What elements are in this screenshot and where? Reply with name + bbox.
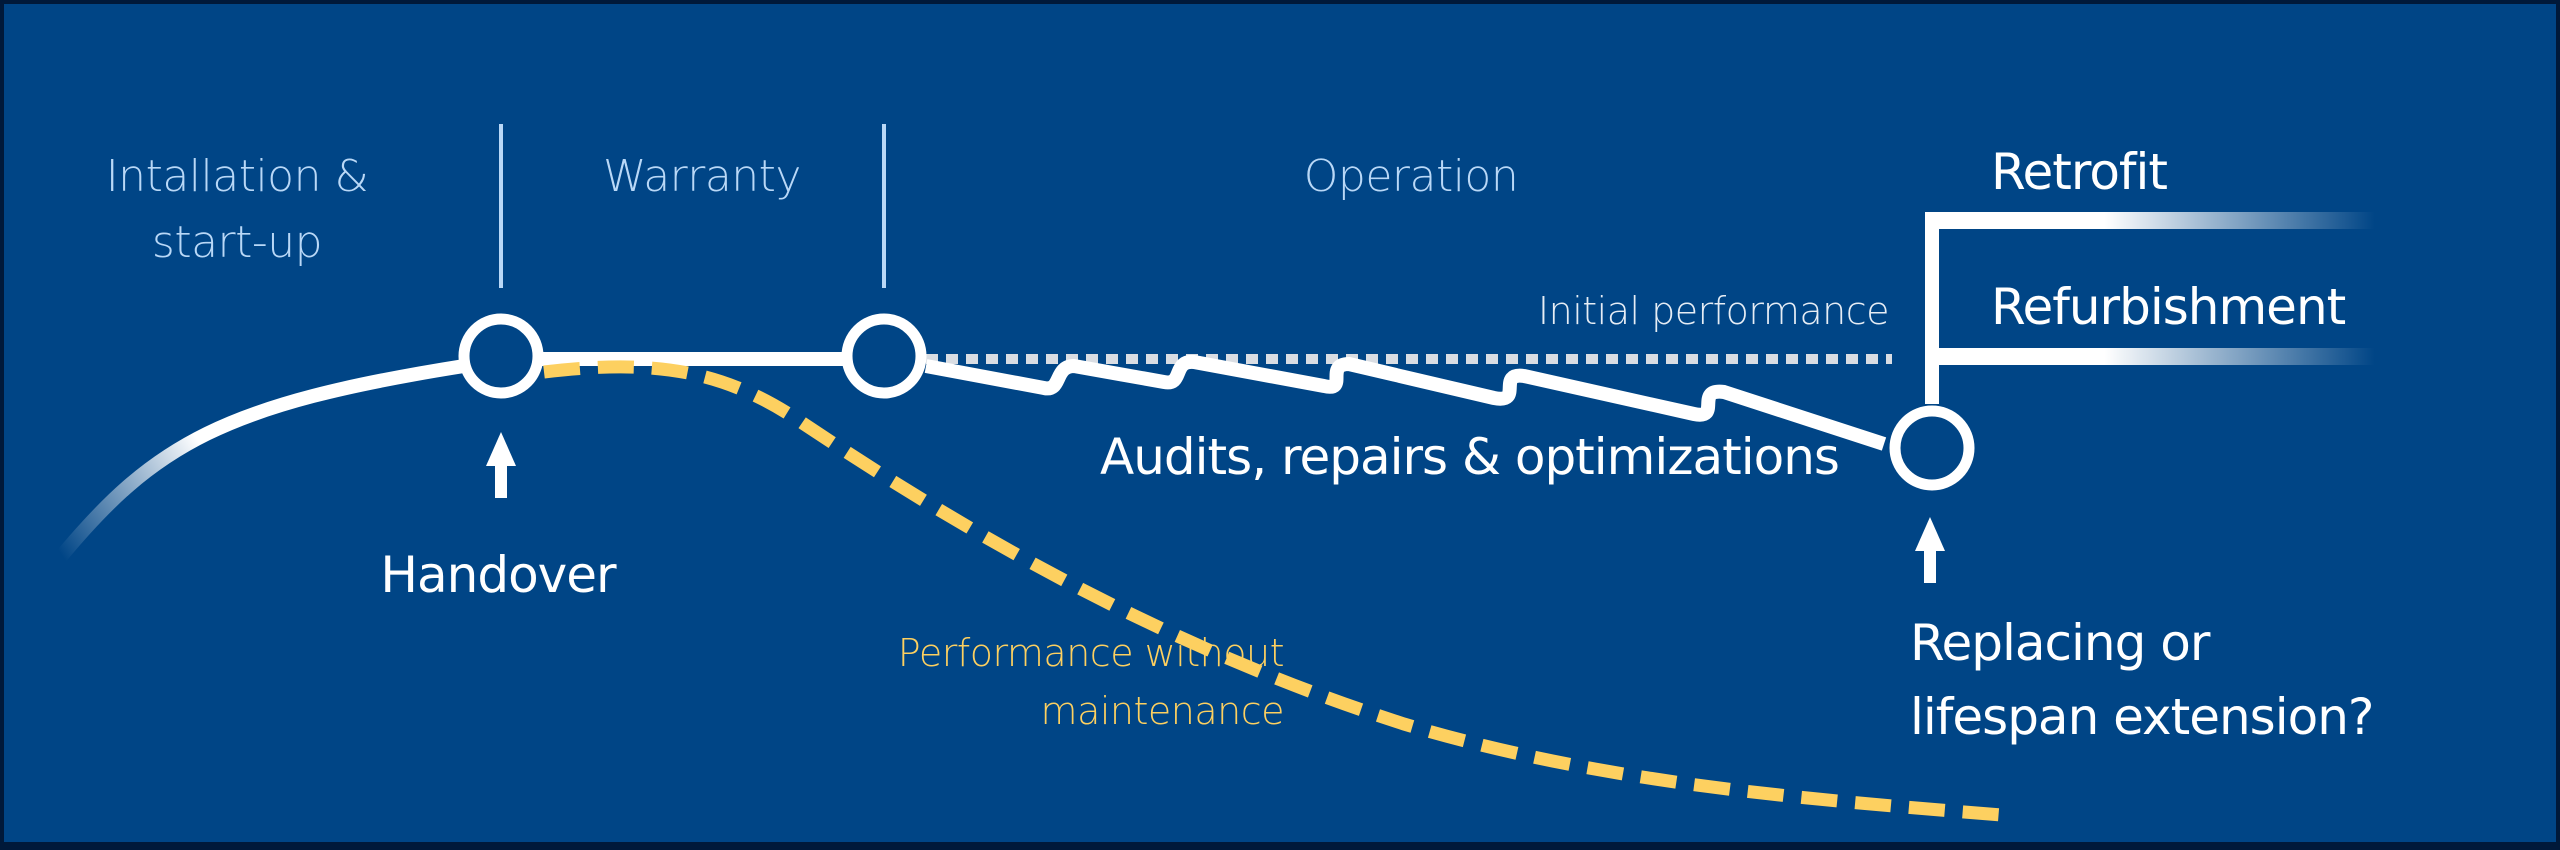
end-of-life-label: Replacing or xyxy=(1910,614,2211,672)
no-maintenance-label: Performance without xyxy=(898,631,1284,675)
initial-performance-label: Initial performance xyxy=(1538,289,1889,333)
phase-operation-label: Operation xyxy=(1304,151,1518,202)
refurbishment-branch xyxy=(1925,348,2375,365)
warranty-end-milestone xyxy=(841,313,927,399)
maintenance-label: Audits, repairs & optimizations xyxy=(1100,428,1839,486)
handover-arrow-icon xyxy=(486,432,516,498)
phase-installation-label-2: start-up xyxy=(152,217,322,268)
handover-milestone xyxy=(458,313,544,399)
startup-curve xyxy=(53,359,466,564)
end-of-life-arrow-icon xyxy=(1915,517,1945,583)
end-of-life-milestone xyxy=(1889,405,1975,491)
phase-installation-label: Intallation & xyxy=(106,151,369,202)
no-maintenance-label-2: maintenance xyxy=(1041,689,1284,733)
phase-warranty-label: Warranty xyxy=(603,151,801,202)
handover-label: Handover xyxy=(380,546,617,604)
retrofit-branch xyxy=(1925,212,2375,229)
no-maintenance-curve xyxy=(543,360,2015,823)
refurbishment-label: Refurbishment xyxy=(1991,278,2346,336)
lifecycle-diagram: Intallation & start-up Warranty Operatio… xyxy=(53,124,2375,823)
maintenance-curve xyxy=(924,355,1887,451)
end-of-life-label-2: lifespan extension? xyxy=(1910,688,2373,746)
retrofit-label: Retrofit xyxy=(1991,143,2167,201)
